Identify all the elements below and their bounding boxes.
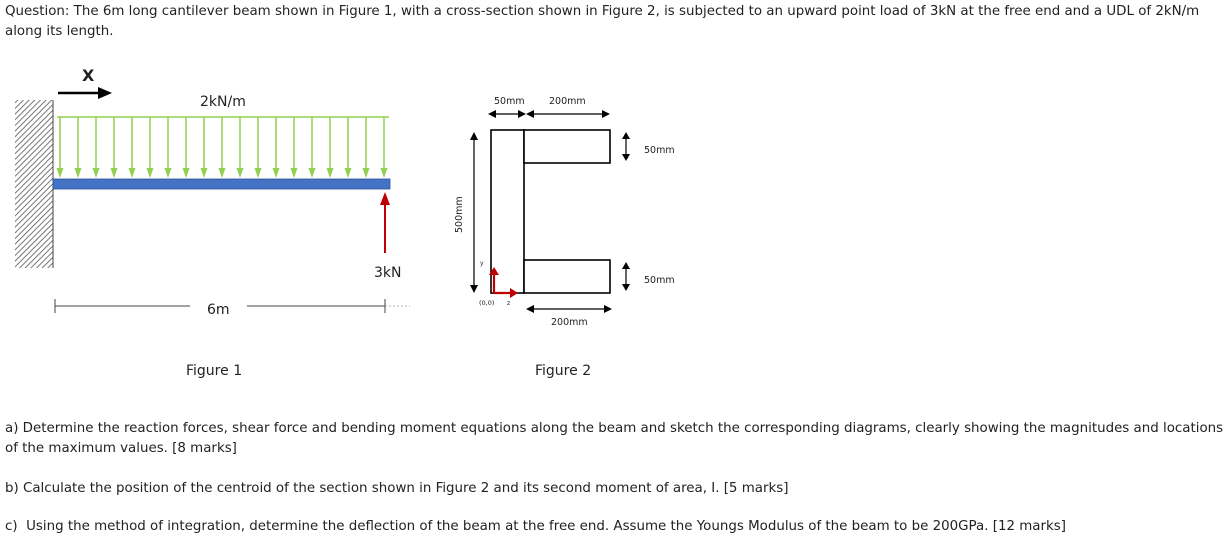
udl-arrow-head xyxy=(182,168,190,178)
dim-right-upper-label: 50mm xyxy=(644,145,675,156)
figure-1-beam-diagram: X 2kN/m 3kN 6m xyxy=(15,66,410,318)
dim-bottom-head-l xyxy=(526,305,534,313)
dim-top-right-head-l xyxy=(526,110,534,118)
dim-top-right-head-r xyxy=(602,110,610,118)
dim-top-left-head-l xyxy=(488,110,496,118)
dim-bottom-head-r xyxy=(604,305,612,313)
dim-top-right-label: 200mm xyxy=(549,96,586,107)
udl-arrow-head xyxy=(74,168,82,178)
point-load-arrowhead xyxy=(380,192,390,205)
udl-arrow-head xyxy=(380,168,388,178)
udl-arrow-head xyxy=(128,168,136,178)
udl-arrow-head xyxy=(146,168,154,178)
dim-right-upper-head-t xyxy=(622,132,630,139)
figure-1-caption: Figure 1 xyxy=(186,363,243,379)
fixed-support-wall xyxy=(15,100,53,268)
udl-arrow-head xyxy=(56,168,64,178)
part-c-text: c) Using the method of integration, dete… xyxy=(5,519,1066,534)
origin-y-head xyxy=(489,267,499,275)
udl-arrow-head xyxy=(272,168,280,178)
udl-arrow-head xyxy=(236,168,244,178)
point-load-label: 3kN xyxy=(374,265,402,281)
part-a-text: a) Determine the reaction forces, shear … xyxy=(5,421,1224,456)
bottom-flange xyxy=(523,259,611,294)
length-label: 6m xyxy=(207,302,230,318)
figure-2-caption: Figure 2 xyxy=(535,363,592,379)
udl-arrow-head xyxy=(326,168,334,178)
udl-arrow-head xyxy=(308,168,316,178)
x-axis-label: X xyxy=(82,66,95,85)
y-axis-label: y xyxy=(480,260,484,267)
udl-label: 2kN/m xyxy=(200,94,246,110)
udl-arrow-head xyxy=(92,168,100,178)
dim-right-lower-head-b xyxy=(622,284,630,291)
dim-height-label: 500mm xyxy=(454,196,465,233)
dim-right-upper-head-b xyxy=(622,154,630,161)
top-flange xyxy=(523,129,611,164)
dim-right-lower-head-t xyxy=(622,262,630,269)
dim-bottom-label: 200mm xyxy=(551,317,588,328)
z-axis-label: z xyxy=(507,300,510,307)
dim-right-lower-label: 50mm xyxy=(644,275,675,286)
web xyxy=(490,129,525,294)
udl-arrows xyxy=(56,117,388,178)
udl-arrow-head xyxy=(218,168,226,178)
figure-2-cross-section: 50mm 200mm 50mm 50mm 500mm y z (0,0) 200… xyxy=(454,96,675,328)
question-text: Question: The 6m long cantilever beam sh… xyxy=(5,4,1200,39)
dim-top-left-label: 50mm xyxy=(494,96,525,107)
x-axis-arrowhead xyxy=(98,87,112,99)
udl-arrow-head xyxy=(254,168,262,178)
udl-arrow-head xyxy=(362,168,370,178)
dim-top-left-head-r xyxy=(518,110,526,118)
dim-height-head-b xyxy=(470,285,478,293)
udl-arrow-head xyxy=(344,168,352,178)
udl-arrow-head xyxy=(290,168,298,178)
dim-height-head-t xyxy=(470,132,478,140)
udl-arrow-head xyxy=(200,168,208,178)
udl-arrow-head xyxy=(164,168,172,178)
part-b-text: b) Calculate the position of the centroi… xyxy=(5,481,789,496)
udl-arrow-head xyxy=(110,168,118,178)
beam xyxy=(52,178,391,190)
origin-z-head xyxy=(510,288,518,298)
origin-label: (0,0) xyxy=(479,299,494,307)
